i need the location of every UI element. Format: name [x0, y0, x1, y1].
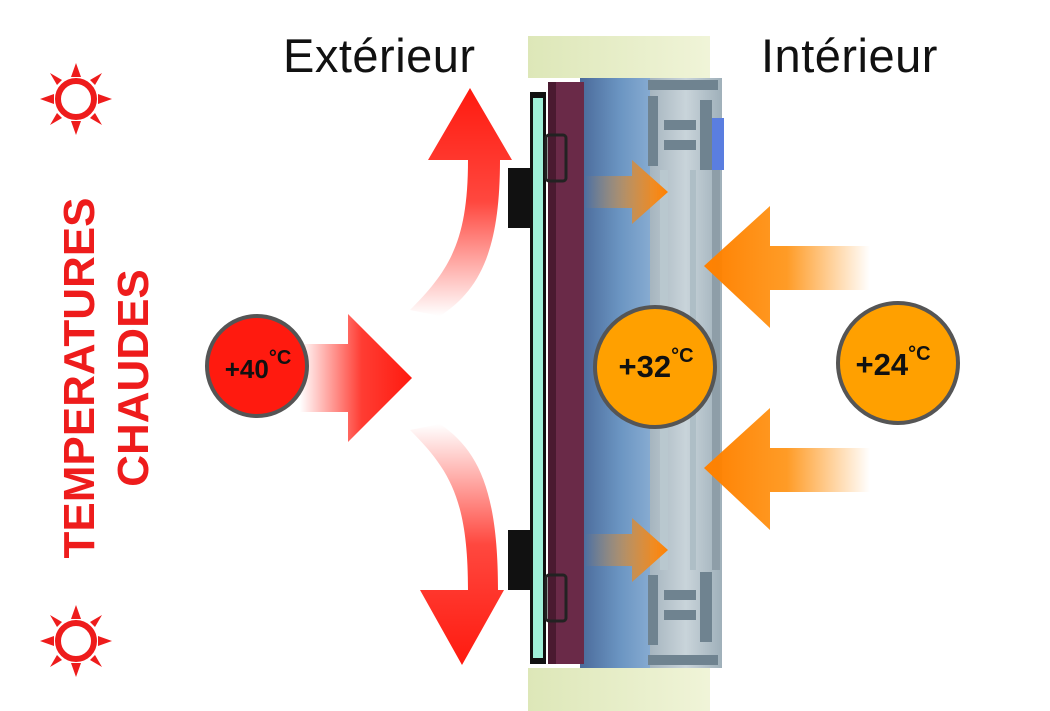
heat-arrow-transmit-bottom — [585, 518, 668, 582]
side-title-line1: TEMPERATURES — [55, 197, 104, 559]
heat-arrow-incoming — [300, 314, 412, 442]
frame-profile-bottom — [648, 572, 718, 665]
clip-top — [508, 168, 530, 228]
temp-unit-outside: °C — [268, 347, 292, 370]
label-exterior: Extérieur — [283, 29, 476, 82]
clip-bottom — [508, 530, 530, 590]
temp-label-glazing: +32°C — [618, 345, 693, 385]
wall-bottom — [528, 668, 710, 711]
temp-value-outside: +40 — [224, 353, 269, 384]
heat-arrow-interior-bottom — [704, 408, 870, 530]
temp-label-inside: +24°C — [855, 343, 930, 383]
temp-label-outside: +40°C — [224, 347, 292, 385]
side-title-line2: CHAUDES — [109, 269, 158, 487]
frame-profile-top — [648, 80, 718, 170]
temp-circle-inside — [836, 301, 960, 425]
temp-unit-inside: °C — [908, 342, 931, 365]
sun-icon — [40, 63, 112, 135]
temp-unit-glazing: °C — [671, 344, 694, 367]
wall-top — [528, 36, 710, 78]
heat-arrow-transmit-top — [585, 160, 668, 224]
temp-circle-outside — [205, 314, 309, 418]
temp-circle-glazing — [593, 305, 717, 429]
temp-value-inside: +24 — [855, 347, 909, 383]
side-title: TEMPERATURES CHAUDES — [53, 198, 161, 559]
heat-arrow-reflect-down — [410, 424, 504, 665]
label-interior: Intérieur — [761, 29, 938, 82]
heat-arrow-reflect-up — [410, 88, 512, 316]
sun-icon — [40, 605, 112, 677]
heat-arrow-interior-top — [704, 206, 870, 328]
temp-value-glazing: +32 — [618, 349, 672, 385]
